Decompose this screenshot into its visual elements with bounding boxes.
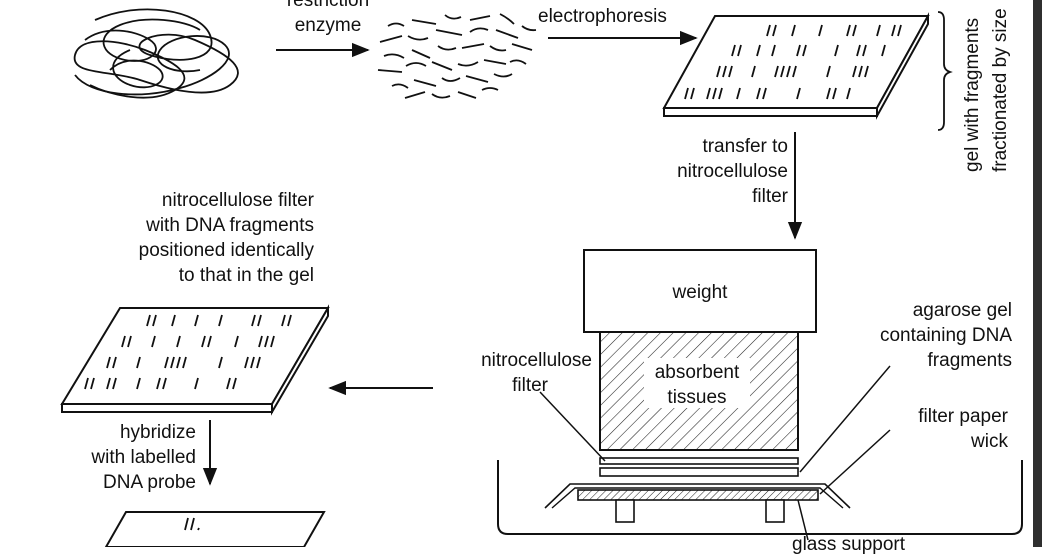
absorbent-label-bg	[644, 358, 750, 408]
label-filter-desc-1: nitrocellulose filter	[161, 190, 314, 211]
label-filter-desc-4: to that in the gel	[178, 265, 314, 286]
label-nitro-2: filter	[512, 375, 548, 396]
label-wick-2: wick	[971, 431, 1008, 452]
label-nitrocellulose-filter: nitrocellulose filter	[440, 348, 592, 398]
label-nitro-1: nitrocellulose	[481, 350, 592, 371]
label-agarose-2: containing DNA	[879, 325, 1012, 346]
label-electrophoresis: electrophoresis	[538, 6, 667, 27]
buffer-tray	[497, 460, 1023, 535]
label-hybridize-3: DNA probe	[103, 472, 196, 493]
filter-paper-wick	[544, 483, 851, 509]
label-filter-desc-2: with DNA fragments	[146, 215, 314, 236]
label-glass-support: glass support	[792, 534, 906, 555]
autoradiograph-sheet	[104, 511, 326, 547]
label-tissues: tissues	[667, 387, 727, 408]
nitrocellulose-filter-sheet	[60, 304, 330, 416]
label-transfer-3: filter	[752, 186, 788, 207]
label-enzyme: enzyme	[294, 15, 362, 36]
label-hybridize-1: hybridize	[119, 422, 196, 443]
label-filter-desc-3: positioned identically	[138, 240, 314, 261]
glass-support-legs	[615, 499, 785, 523]
label-agarose-gel: agarose gel containing DNA fragments	[826, 298, 1012, 373]
label-hybridize-2: with labelled	[91, 447, 196, 468]
nitrocellulose-filter-layer	[599, 457, 799, 465]
gel-brace	[937, 11, 953, 131]
wick-edge	[551, 487, 844, 509]
dna-fragments	[377, 13, 537, 99]
label-transfer-1: transfer to	[702, 136, 788, 157]
gel-slab	[662, 12, 930, 120]
label-agarose-1: agarose gel	[912, 300, 1012, 321]
label-weight: weight	[672, 282, 728, 303]
label-fractionated-by-size: fractionated by size	[990, 8, 1011, 172]
label-absorbent: absorbent	[654, 362, 740, 383]
label-wick-1: filter paper	[918, 406, 1008, 427]
label-absorbent-tissues: absorbent tissues	[640, 360, 754, 410]
agarose-gel-layer	[599, 467, 799, 477]
label-transfer-2: nitrocellulose	[677, 161, 788, 182]
label-hybridize: hybridize with labelled DNA probe	[40, 420, 196, 495]
label-transfer: transfer to nitrocellulose filter	[620, 134, 788, 209]
genomic-dna-tangle	[73, 8, 239, 99]
label-filter-paper-wick: filter paper wick	[860, 404, 1008, 454]
label-filter-description: nitrocellulose filter with DNA fragments…	[60, 188, 314, 288]
leader-lines	[539, 365, 891, 541]
label-restriction-enzyme: restriction enzyme	[268, 0, 388, 38]
image-frame-edge	[1033, 0, 1042, 547]
label-agarose-3: fragments	[927, 350, 1012, 371]
label-restriction: restriction	[286, 0, 370, 11]
glass-support-plate	[577, 489, 819, 501]
label-gel-with-fragments: gel with fragments	[962, 17, 983, 172]
weight-block	[583, 249, 817, 333]
